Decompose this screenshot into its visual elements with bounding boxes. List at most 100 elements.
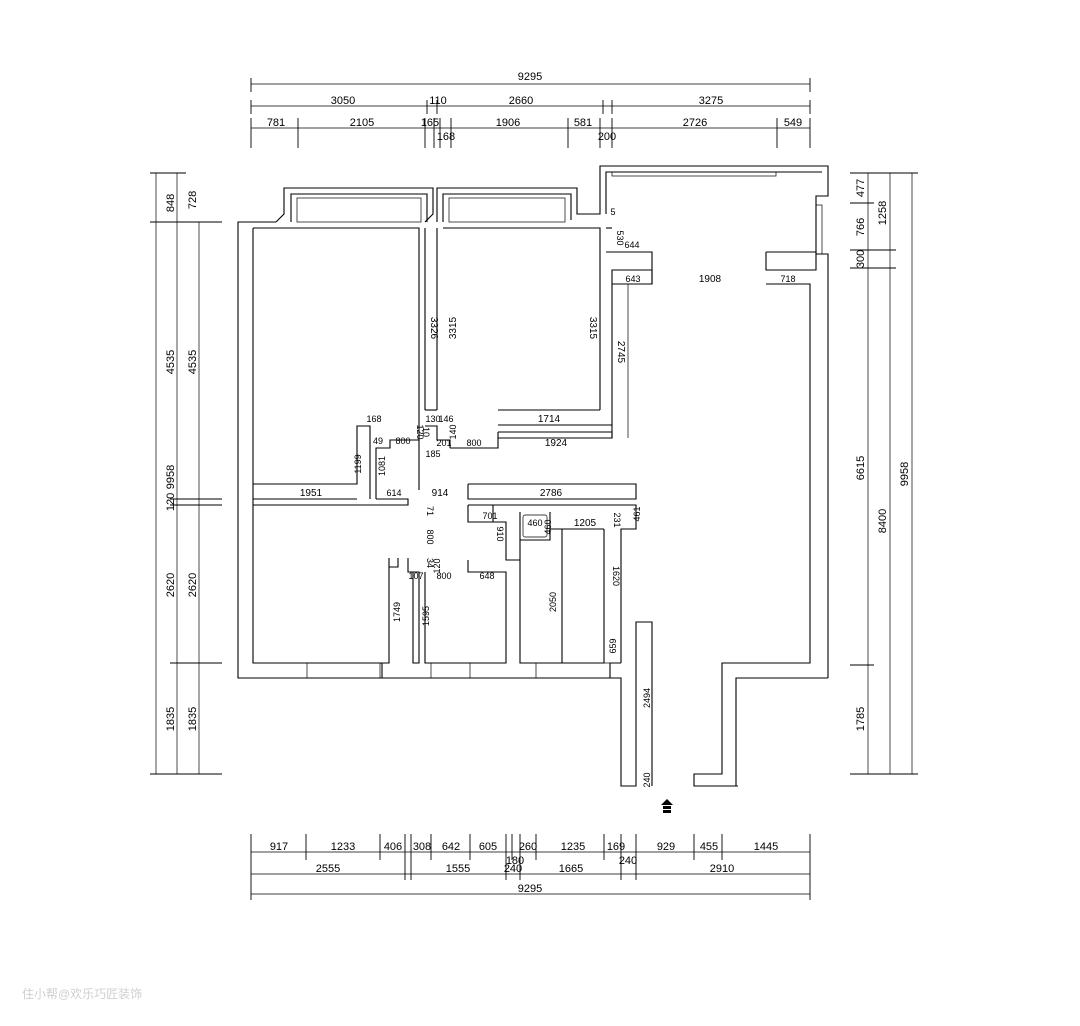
left-dim: 728 xyxy=(187,191,199,209)
interior-dim: 120 xyxy=(415,424,425,439)
interior-dim: 3326 xyxy=(428,317,439,340)
top-dim: 581 xyxy=(574,117,592,129)
interior-dim: 5 xyxy=(610,207,615,217)
interior-dim: 49 xyxy=(373,436,383,446)
interior-dim: 140 xyxy=(448,424,458,439)
bottom-dim: 1665 xyxy=(559,863,583,875)
left-dim: 848 xyxy=(165,194,177,212)
top-dim: 549 xyxy=(784,117,802,129)
right-dim: 300 xyxy=(855,250,867,268)
bottom-dim: 180 xyxy=(506,855,524,867)
bottom-dim: 2555 xyxy=(316,863,340,875)
interior-dim: 185 xyxy=(425,449,440,459)
interior-dim: 644 xyxy=(624,240,639,250)
top-dim: 2660 xyxy=(509,95,533,107)
top-dim: 2105 xyxy=(350,117,374,129)
interior-dim: 1620 xyxy=(611,566,621,586)
interior-dim: 1081 xyxy=(377,456,387,476)
interior-dim: 530 xyxy=(615,230,625,245)
top-dim: 1906 xyxy=(496,117,520,129)
left-dim: 120 xyxy=(165,493,177,511)
interior-dim: 800 xyxy=(436,571,451,581)
right-dim: 1258 xyxy=(877,201,889,225)
bottom-dim: 1555 xyxy=(446,863,470,875)
bottom-dim: 240 xyxy=(504,863,522,875)
right-dim: 1785 xyxy=(855,707,867,731)
top-dim: 2726 xyxy=(683,117,707,129)
left-dim: 1835 xyxy=(165,707,177,731)
interior-dim: 1924 xyxy=(545,438,568,449)
interior-dim: 1714 xyxy=(538,414,561,425)
entrance-arrow-icon xyxy=(661,799,673,813)
interior-dim: 800 xyxy=(395,436,410,446)
interior-dim: 146 xyxy=(438,414,453,424)
interior-dim: 2050 xyxy=(548,592,558,612)
bottom-dim: 406 xyxy=(384,841,402,853)
bottom-dim: 642 xyxy=(442,841,460,853)
interior-dim: 240 xyxy=(642,772,652,787)
interior-dim: 910 xyxy=(495,526,505,541)
interior-dim: 614 xyxy=(386,488,401,498)
left-dim: 2620 xyxy=(187,573,199,597)
interior-dim: 1749 xyxy=(392,602,402,622)
bottom-dim: 169 xyxy=(607,841,625,853)
right-dim: 477 xyxy=(855,179,867,197)
interior-dim: 231 xyxy=(612,512,622,527)
bottom-dimensions: 917 1233 406 308 642 605 180 260 1235 16… xyxy=(250,834,811,900)
bottom-dim: 308 xyxy=(413,841,431,853)
bottom-dim: 929 xyxy=(657,841,675,853)
left-dim: 1835 xyxy=(187,707,199,731)
interior-dim: 659 xyxy=(608,638,618,653)
interior-dim: 34 xyxy=(425,558,435,568)
interior-dim: 107 xyxy=(408,571,423,581)
right-dim: 9958 xyxy=(899,462,911,486)
bottom-dim: 260 xyxy=(519,841,537,853)
top-dim-total: 9295 xyxy=(518,71,542,83)
bottom-dim: 917 xyxy=(270,841,288,853)
interior-dim: 648 xyxy=(479,571,494,581)
interior-dim: 2494 xyxy=(642,688,652,708)
right-dimensions: 477 766 300 6615 1785 1258 8400 9958 xyxy=(850,172,918,775)
interior-dim: 120 xyxy=(432,558,442,573)
left-dim: 4535 xyxy=(165,350,177,374)
interior-dim: 201 xyxy=(436,438,451,448)
interior-dim: 10 xyxy=(421,427,431,437)
interior-dim: 914 xyxy=(432,488,449,499)
left-dim: 2620 xyxy=(165,573,177,597)
interior-dim: 800 xyxy=(425,529,435,544)
top-dimensions: 9295 3050 110 2660 3275 781 2105 165 168… xyxy=(250,71,811,148)
interior-dim: 1199 xyxy=(353,454,363,473)
interior-dim: 168 xyxy=(366,414,381,424)
interior-dim: 460 xyxy=(527,518,542,528)
bottom-dim: 1445 xyxy=(754,841,778,853)
walls xyxy=(237,165,829,787)
bottom-dim: 1233 xyxy=(331,841,355,853)
bottom-dim-total: 9295 xyxy=(518,883,542,895)
interior-dim: 718 xyxy=(780,274,795,284)
interior-dim: 3315 xyxy=(587,317,598,340)
interior-dim: 1205 xyxy=(574,518,597,529)
interior-dim: 460 xyxy=(543,519,553,534)
bottom-dim: 455 xyxy=(700,841,718,853)
left-dim: 9958 xyxy=(165,465,177,489)
watermark: 住小帮@欢乐巧匠装饰 xyxy=(22,986,142,1001)
top-dim: 3275 xyxy=(699,95,723,107)
interior-dim: 1951 xyxy=(300,488,323,499)
left-dimensions: 848 9958 728 4535 120 2620 1835 4535 262… xyxy=(150,172,222,775)
interior-dim: 1908 xyxy=(699,274,722,285)
right-dim: 8400 xyxy=(877,509,889,533)
bottom-dim: 605 xyxy=(479,841,497,853)
interior-dim: 3315 xyxy=(448,316,459,339)
interior-dim: 461 xyxy=(632,506,642,521)
right-dim: 766 xyxy=(855,218,867,236)
interior-dim: 130 xyxy=(425,414,440,424)
bottom-dim: 2910 xyxy=(710,863,734,875)
top-dim: 781 xyxy=(267,117,285,129)
bottom-dim: 1235 xyxy=(561,841,585,853)
interior-dimensions: 3326 3315 3315 2745 5 530 644 643 1908 7… xyxy=(300,207,796,788)
top-dim: 168 xyxy=(437,131,455,143)
top-dim: 110 xyxy=(429,95,447,107)
interior-dim: 2745 xyxy=(615,341,626,364)
top-dim: 165 xyxy=(421,117,439,129)
